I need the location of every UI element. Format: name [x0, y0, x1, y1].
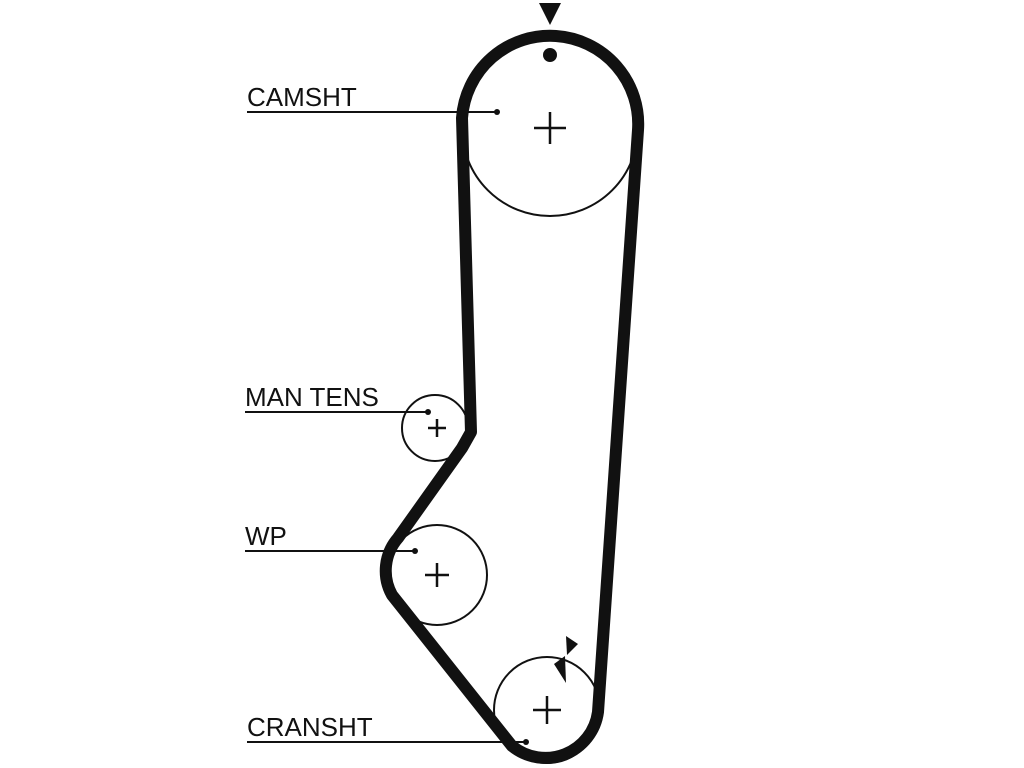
bowtie-triangles-icon	[554, 636, 578, 683]
tensioner-label: MAN TENS	[245, 382, 379, 412]
crankshaft-center-cross	[533, 696, 561, 724]
camshaft-label: CAMSHT	[247, 82, 357, 112]
crankshaft-leader	[247, 739, 529, 745]
water-pump-label: WP	[245, 521, 287, 551]
triangle-down-icon	[539, 3, 561, 25]
water-pump-center-cross	[425, 563, 449, 587]
camshaft-leader	[247, 109, 500, 115]
water-pump-leader	[245, 548, 418, 554]
tensioner-leader	[245, 409, 431, 415]
dot-icon	[543, 48, 557, 62]
timing-belt	[379, 29, 645, 764]
crankshaft-label: CRANSHT	[247, 712, 373, 742]
camshaft-center-cross	[534, 112, 566, 144]
tensioner-center-cross	[428, 419, 446, 437]
